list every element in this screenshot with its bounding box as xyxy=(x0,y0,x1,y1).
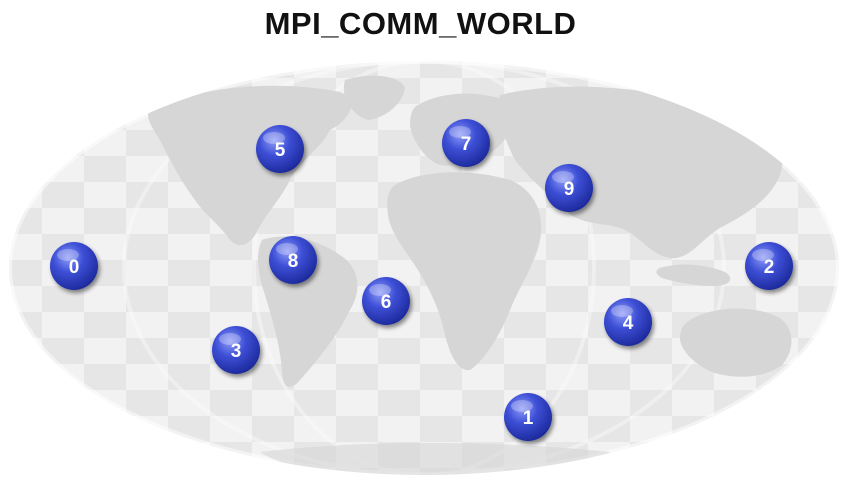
north-america-landmass xyxy=(148,85,351,246)
process-nodes: 0 1 2 3 4 5 6 7 8 9 xyxy=(50,119,793,441)
process-node-5: 5 xyxy=(256,125,304,173)
node-highlight xyxy=(263,132,285,144)
process-node-7: 7 xyxy=(442,119,490,167)
node-highlight xyxy=(449,126,471,138)
globe-background xyxy=(9,61,839,475)
process-node-icon xyxy=(362,277,410,325)
africa-landmass xyxy=(387,172,542,371)
process-rank-label: 0 xyxy=(69,257,80,278)
node-highlight xyxy=(276,243,298,255)
process-node-icon xyxy=(212,326,260,374)
process-rank-label: 7 xyxy=(461,134,472,155)
diagram-title: MPI_COMM_WORLD xyxy=(264,6,577,41)
process-node-icon xyxy=(50,242,98,290)
node-highlight xyxy=(511,400,533,412)
asia-landmass xyxy=(498,86,783,259)
node-highlight xyxy=(57,249,79,261)
process-node-icon xyxy=(604,298,652,346)
process-node-icon xyxy=(269,236,317,284)
node-highlight xyxy=(611,305,633,317)
process-node-icon xyxy=(504,393,552,441)
process-rank-label: 4 xyxy=(623,313,634,334)
indonesia-landmass xyxy=(656,264,731,286)
process-node-icon xyxy=(745,242,793,290)
process-rank-label: 5 xyxy=(275,140,286,161)
process-rank-label: 8 xyxy=(288,251,299,272)
process-node-0: 0 xyxy=(50,242,98,290)
node-highlight xyxy=(219,333,241,345)
node-highlight xyxy=(752,249,774,261)
process-node-6: 6 xyxy=(362,277,410,325)
process-rank-label: 6 xyxy=(381,292,392,313)
process-rank-label: 9 xyxy=(564,179,575,200)
process-node-icon xyxy=(442,119,490,167)
process-node-8: 8 xyxy=(269,236,317,284)
process-node-1: 1 xyxy=(504,393,552,441)
node-highlight xyxy=(552,171,574,183)
process-node-icon xyxy=(545,164,593,212)
antarctica-landmass xyxy=(260,443,610,475)
greenland-landmass xyxy=(343,75,405,120)
process-node-9: 9 xyxy=(545,164,593,212)
node-highlight xyxy=(369,284,391,296)
process-node-2: 2 xyxy=(745,242,793,290)
process-rank-label: 3 xyxy=(231,341,242,362)
process-node-icon xyxy=(256,125,304,173)
australia-landmass xyxy=(680,308,792,377)
process-node-4: 4 xyxy=(604,298,652,346)
process-rank-label: 2 xyxy=(764,257,775,278)
process-node-3: 3 xyxy=(212,326,260,374)
process-rank-label: 1 xyxy=(523,408,534,429)
